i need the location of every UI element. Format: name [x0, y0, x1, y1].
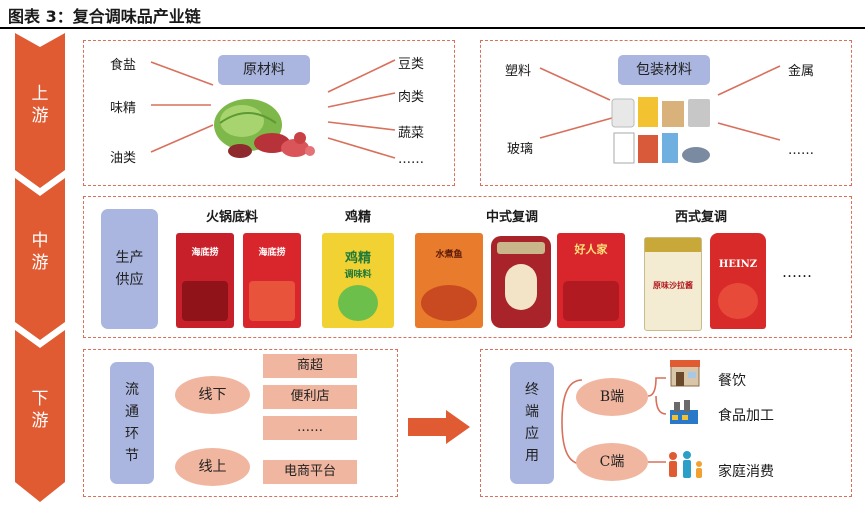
- packaging-item-plastic: 塑料: [505, 64, 532, 79]
- stage-downstream-label: 下 游: [31, 389, 49, 431]
- raw-materials-connectors: [150, 59, 396, 159]
- product-chinese-compound-2: [491, 236, 551, 328]
- use-food-processing: 食品加工: [718, 408, 774, 424]
- product-hotpot-base-2: 海底捞: [243, 233, 301, 328]
- raw-item-oil: 油类: [110, 151, 137, 166]
- family-icon: [669, 451, 702, 478]
- packaging-connectors: [539, 65, 781, 141]
- circulation-box: [83, 349, 398, 497]
- use-catering: 餐饮: [718, 373, 746, 389]
- stage-upstream-chevron: 上 游: [15, 33, 65, 188]
- category-western-compound: 西式复调: [675, 210, 728, 225]
- stage-upstream-label: 上 游: [31, 84, 49, 126]
- product-chinese-compound-1: 水煮鱼: [415, 233, 483, 328]
- raw-item-meat: 肉类: [398, 90, 425, 105]
- raw-item-salt: 食盐: [110, 58, 137, 73]
- product-mayonnaise: 原味沙拉酱: [644, 237, 702, 331]
- stage-downstream-chevron: 下 游: [15, 330, 65, 502]
- terminal-bracket: [561, 379, 583, 465]
- raw-item-beans: 豆类: [398, 57, 425, 72]
- supply-box: [83, 196, 852, 338]
- supply-label: 生产 供应: [101, 209, 158, 329]
- packaging-item-glass: 玻璃: [507, 142, 534, 157]
- vegetables-meat-image: [214, 99, 315, 158]
- packaging-item-more: ……: [788, 143, 814, 158]
- category-hotpot-base: 火锅底料: [206, 210, 259, 225]
- product-chinese-compound-1-label: 水煮鱼: [435, 250, 463, 260]
- use-household-consumption: 家庭消费: [718, 464, 774, 480]
- offline-item-supermarket: 商超: [263, 354, 357, 378]
- circulation-label: 流 通 环 节: [110, 362, 154, 484]
- flow-arrow: [408, 410, 470, 444]
- raw-materials-box: [83, 40, 455, 186]
- product-hotpot-base-1: 海底捞: [176, 233, 234, 328]
- raw-item-more: ……: [398, 152, 424, 167]
- terminal-b-end: B端: [576, 378, 648, 416]
- raw-item-vegetables: 蔬菜: [398, 126, 425, 141]
- product-ketchup-label: HEINZ: [718, 259, 758, 270]
- product-ketchup: HEINZ: [710, 233, 766, 329]
- raw-item-msg: 味精: [110, 101, 137, 116]
- terminal-c-end: C端: [576, 443, 648, 481]
- terminal-b-connector: [648, 377, 667, 463]
- channel-offline: 线下: [175, 376, 250, 414]
- packaging-heading: 包装材料: [618, 55, 710, 85]
- stage-midstream-label: 中 游: [31, 231, 49, 273]
- raw-materials-heading: 原材料: [218, 55, 310, 85]
- offline-item-convenience-store: 便利店: [263, 385, 357, 409]
- product-hotpot-base-2-label: 海底捞: [258, 248, 286, 258]
- packaging-box: [480, 40, 852, 186]
- title-rule: [0, 27, 865, 29]
- terminal-label: 终 端 应 用: [510, 362, 554, 484]
- category-chinese-compound: 中式复调: [486, 210, 539, 225]
- packaging-item-metal: 金属: [788, 64, 815, 79]
- stage-midstream-chevron: 中 游: [15, 178, 65, 340]
- category-chicken-essence: 鸡精: [345, 210, 372, 225]
- food-processing-icon: [670, 400, 698, 424]
- product-mayonnaise-label: 原味沙拉酱: [653, 280, 693, 290]
- restaurant-icon: [670, 360, 700, 387]
- figure-title: 图表 3：复合调味品产业链: [8, 7, 201, 26]
- channel-online: 线上: [175, 448, 250, 486]
- product-chicken-essence-sublabel: 调味料: [344, 270, 372, 280]
- online-item-ecommerce: 电商平台: [263, 460, 357, 484]
- product-chinese-compound-3: 好人家: [557, 233, 625, 328]
- offline-item-more: ……: [263, 416, 357, 440]
- product-chicken-essence: 鸡精 调味料: [322, 233, 394, 328]
- product-hotpot-base-1-label: 海底捞: [191, 248, 219, 258]
- product-chicken-essence-label: 鸡精: [344, 251, 371, 266]
- terminal-box: [480, 349, 852, 497]
- supply-more: ……: [782, 263, 812, 281]
- packaging-products-image: [611, 97, 710, 164]
- product-chinese-compound-3-label: 好人家: [574, 243, 608, 256]
